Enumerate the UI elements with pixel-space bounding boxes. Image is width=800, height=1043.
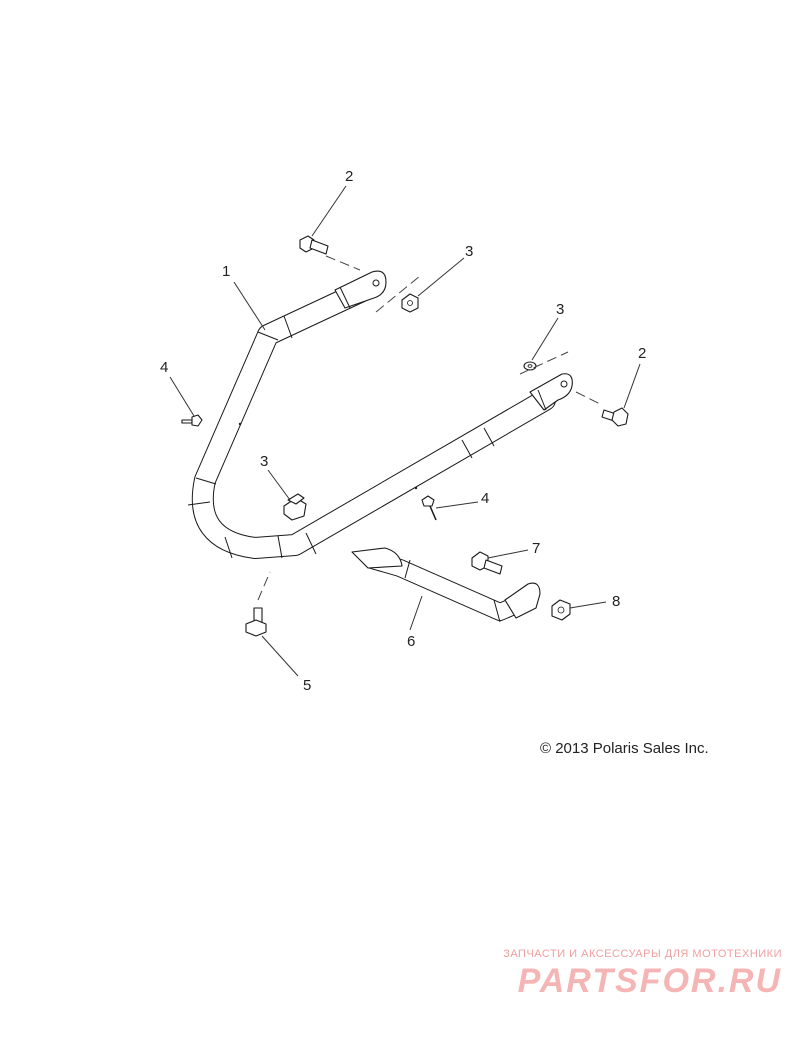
bolt-part-2-upper (299, 235, 329, 255)
nut-part-3-right (523, 361, 537, 371)
callout-5: 5 (303, 677, 311, 694)
nut-part-8 (551, 599, 571, 621)
rivet-part-4-center (421, 495, 437, 521)
callout-3-right: 3 (556, 301, 564, 318)
callout-labels: 1 2 2 3 3 3 4 4 5 6 7 8 (160, 168, 646, 694)
watermark-brand-logo: PARTSFOR.RU (517, 962, 782, 1000)
callout-1: 1 (222, 263, 230, 280)
callout-4-center: 4 (481, 490, 489, 507)
callout-6: 6 (407, 633, 415, 650)
callout-7: 7 (532, 540, 540, 557)
nut-part-3-center (283, 493, 307, 521)
callout-2-upper: 2 (345, 168, 353, 185)
callout-2-right: 2 (638, 345, 646, 362)
callout-4-left: 4 (160, 359, 168, 376)
assembly-lines (257, 255, 601, 601)
mount-tab-upper-left (334, 270, 387, 309)
bolt-part-5 (245, 607, 267, 637)
watermark: ЗАПЧАСТИ И АКСЕССУАРЫ ДЛЯ МОТОТЕХНИКИ PA… (503, 948, 782, 1001)
rivet-part-4-left (181, 414, 203, 427)
callout-3-upper: 3 (465, 243, 473, 260)
lower-tube-part-6 (351, 547, 541, 623)
bolt-part-2-right (601, 407, 629, 427)
mount-tab-right (529, 373, 573, 411)
copyright-notice: © 2013 Polaris Sales Inc. (540, 740, 709, 757)
callout-8: 8 (612, 593, 620, 610)
nut-part-3-upper (401, 293, 419, 313)
bolt-part-7 (471, 551, 503, 575)
leader-lines (169, 185, 641, 677)
bumper-tube-part-1 (187, 274, 556, 559)
callout-3-center: 3 (260, 453, 268, 470)
watermark-tagline: ЗАПЧАСТИ И АКСЕССУАРЫ ДЛЯ МОТОТЕХНИКИ (503, 948, 782, 960)
